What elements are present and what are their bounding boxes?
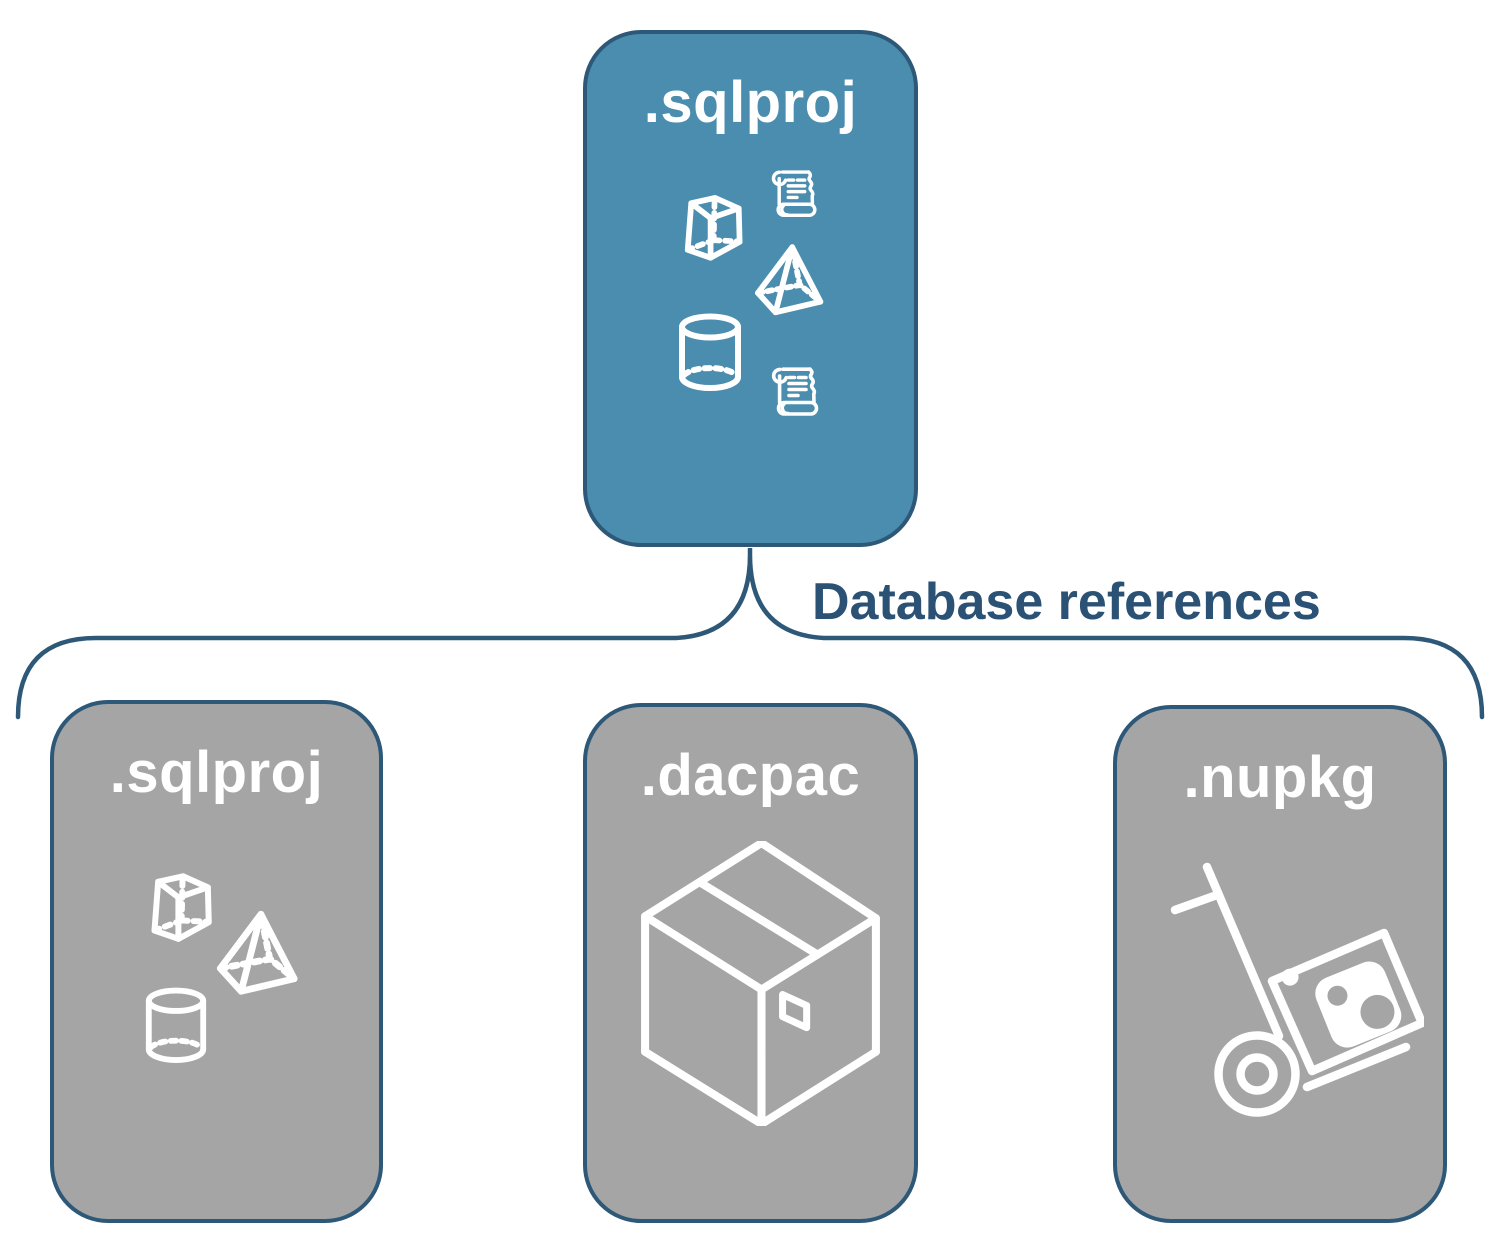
package-box-icon <box>641 841 880 1126</box>
reference-card-title: .sqlproj <box>109 740 324 805</box>
source-card-sqlproj: .sqlproj <box>583 30 918 547</box>
reference-card-nupkg: .nupkg <box>1113 705 1447 1223</box>
reference-card-dacpac: .dacpac <box>583 703 918 1223</box>
cube-icon <box>684 195 743 261</box>
source-card-title: .sqlproj <box>643 70 858 135</box>
hand-truck-icon <box>1170 862 1424 1117</box>
nuget-package-icon <box>1281 961 1402 1048</box>
cylinder-icon <box>145 987 207 1063</box>
connector-label: Database references <box>812 573 1321 631</box>
cylinder-icon <box>679 313 741 391</box>
pyramid-icon <box>216 910 298 995</box>
reference-card-title: .dacpac <box>640 743 861 808</box>
reference-card-sqlproj: .sqlproj <box>50 700 383 1223</box>
cube-icon <box>151 873 212 942</box>
scroll-icon <box>771 367 819 416</box>
pyramid-icon <box>755 244 824 316</box>
scroll-icon <box>771 170 817 218</box>
reference-card-title: .nupkg <box>1183 745 1377 810</box>
